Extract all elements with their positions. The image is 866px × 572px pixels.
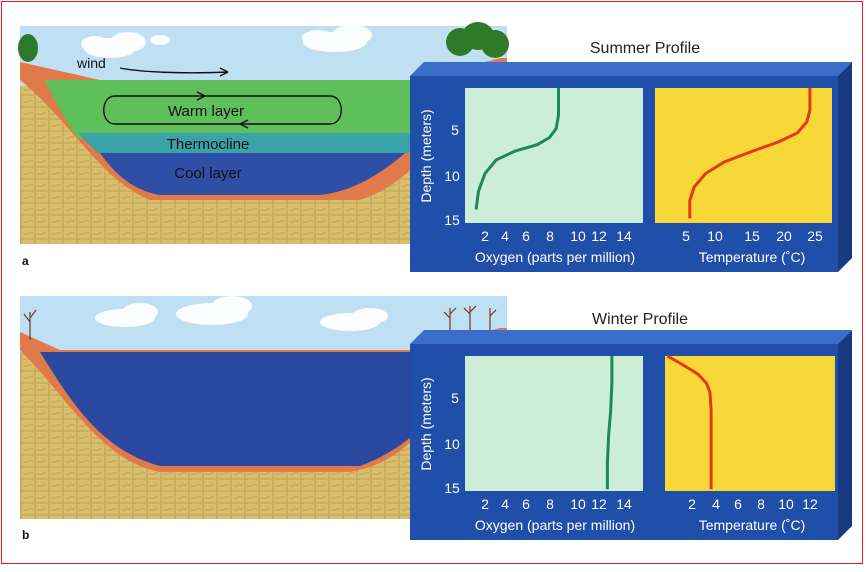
winter-bare-trees: [23, 305, 497, 340]
winter-oxygen-tick: 6: [522, 496, 530, 512]
summer-temperature-curve: [688, 88, 812, 219]
winter-oxygen-axis-label: Oxygen (parts per million): [475, 517, 635, 533]
winter-oxygen-tick: 14: [616, 496, 632, 512]
winter-temperature-tick: 4: [712, 496, 720, 512]
winter-temperature-curve: [666, 354, 713, 490]
winter-oxygen-tick: 12: [591, 496, 607, 512]
summer-depth-tick: 10: [444, 168, 460, 184]
summer-profile-title: Summer Profile: [590, 40, 700, 57]
summer-oxygen-tick: 4: [501, 228, 509, 244]
summer-oxygen-tick: 10: [570, 228, 586, 244]
summer-oxygen-tick: 2: [481, 228, 489, 244]
warm-layer-label: Warm layer: [168, 103, 244, 120]
winter-temperature-plot-area: [665, 356, 835, 491]
summer-temperature-tick: 20: [776, 228, 792, 244]
winter-temperature-tick: 10: [778, 496, 794, 512]
summer-temperature-tick: 5: [682, 228, 690, 244]
summer-oxygen-curve: [474, 88, 560, 210]
summer-clouds: [81, 25, 372, 58]
figure-letter-a: a: [22, 254, 29, 268]
summer-oxygen-tick: 6: [522, 228, 530, 244]
winter-temperature-tick: 8: [757, 496, 765, 512]
winter-temperature-tick: 2: [688, 496, 696, 512]
summer-temperature-tick: 10: [707, 228, 723, 244]
summer-oxygen-tick: 14: [616, 228, 632, 244]
winter-temperature-axis-label: Temperature (˚C): [699, 517, 806, 533]
thermocline-label: Thermocline: [167, 136, 250, 153]
cool-layer-label: Cool layer: [174, 165, 242, 182]
summer-temperature-tick: 15: [744, 228, 760, 244]
winter-depth-tick: 15: [444, 480, 460, 496]
summer-oxygen-plot-area: [465, 88, 643, 223]
winter-depth-tick: 5: [451, 390, 459, 406]
circulation-loop-arrow: [103, 95, 342, 125]
winter-oxygen-tick: 8: [546, 496, 554, 512]
wind-label: wind: [76, 55, 106, 71]
summer-depth-tick: 15: [444, 212, 460, 228]
summer-temperature-axis-label: Temperature (˚C): [699, 249, 806, 265]
wind-arrow: [119, 67, 229, 74]
summer-depth-tick: 5: [451, 122, 459, 138]
winter-oxygen-tick: 4: [501, 496, 509, 512]
winter-oxygen-tick: 2: [481, 496, 489, 512]
winter-profile-panel: Depth (meters) 5 10 15 2 4 6 8 10 12 14 …: [410, 330, 852, 540]
summer-cool-layer-region: [100, 153, 405, 195]
winter-clouds: [95, 296, 388, 331]
winter-depth-tick: 10: [444, 436, 460, 452]
winter-profile-title: Winter Profile: [592, 311, 688, 328]
summer-oxygen-tick: 8: [546, 228, 554, 244]
winter-oxygen-curve: [605, 356, 614, 490]
winter-oxygen-tick: 10: [570, 496, 586, 512]
summer-oxygen-tick: 12: [591, 228, 607, 244]
summer-temperature-tick: 25: [807, 228, 823, 244]
summer-depth-axis-label: Depth (meters): [418, 109, 434, 202]
winter-temperature-tick: 12: [802, 496, 818, 512]
figure-letter-b: b: [22, 528, 29, 542]
summer-oxygen-axis-label: Oxygen (parts per million): [475, 249, 635, 265]
summer-profile-panel: Depth (meters) 5 10 15 2 4 6 8 10 12 14 …: [410, 62, 852, 272]
winter-depth-axis-label: Depth (meters): [418, 377, 434, 470]
winter-water-region: [40, 352, 470, 466]
red-border-frame: [1, 1, 863, 564]
summer-trees: [18, 22, 509, 62]
summer-thermocline-region: [78, 133, 430, 154]
winter-temperature-tick: 6: [734, 496, 742, 512]
